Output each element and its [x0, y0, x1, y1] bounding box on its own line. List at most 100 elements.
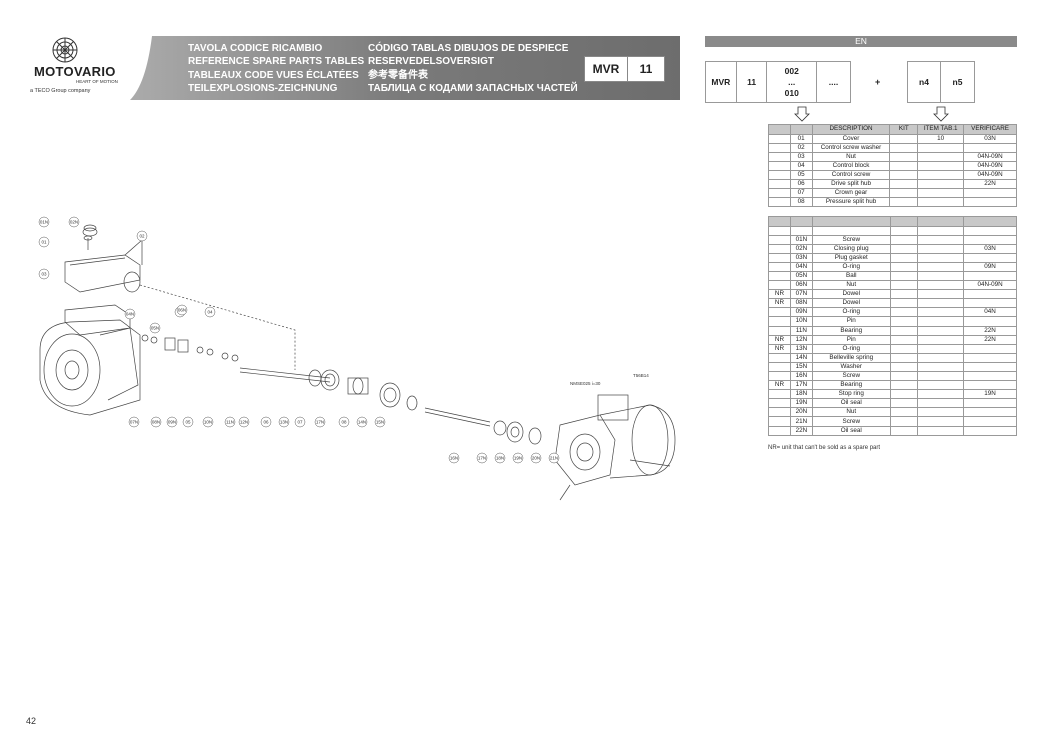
- table-header-cell: [963, 216, 1017, 227]
- header-title-da: RESERVEDELSOVERSIGT: [368, 56, 494, 68]
- table-cell: Ball: [811, 270, 891, 282]
- table-header-cell: [789, 216, 813, 227]
- table-cell: Drive split hub: [811, 178, 891, 190]
- table-cell: 02N: [789, 243, 813, 254]
- table-cell: [889, 151, 919, 162]
- callout-08n: 08N: [150, 416, 162, 428]
- header-title-zh: 参考零备件表: [368, 69, 428, 81]
- table-cell: 16N: [789, 370, 813, 382]
- table-spacer-row: [768, 225, 1017, 236]
- electric-motor: [599, 404, 676, 479]
- table-cell: [889, 416, 919, 427]
- table-cell: Control screw washer: [811, 142, 891, 153]
- table-cell: [889, 188, 919, 199]
- svg-text:12N: 12N: [240, 420, 248, 425]
- code-n4: n4: [908, 62, 941, 102]
- callout-12n: 12N: [238, 416, 250, 428]
- table-cell: [889, 334, 919, 345]
- table-cell: [963, 298, 1017, 309]
- table-cell: [889, 398, 919, 409]
- table-cell: [963, 188, 1017, 199]
- table-cell: [889, 407, 919, 418]
- callout-18n: 18N: [494, 452, 506, 464]
- table-cell: [889, 343, 919, 354]
- table-cell: [963, 225, 1017, 236]
- table-header-cell: KIT: [889, 124, 919, 135]
- code-n5: n5: [952, 77, 963, 87]
- table-cell: [768, 280, 791, 291]
- svg-text:04N: 04N: [126, 312, 134, 317]
- table-cell: 04N-09N: [963, 280, 1017, 291]
- table-cell: Nut: [811, 407, 891, 418]
- svg-text:11N: 11N: [226, 420, 234, 425]
- header-title-en: REFERENCE SPARE PARTS TABLES: [188, 56, 365, 68]
- exploded-view-drawing: NMSE025 i=30 T56B14 01N02N01020304N05N03…: [38, 216, 676, 501]
- table-cell: [889, 325, 919, 336]
- nr-note: NR= unit that can't be sold as a spare p…: [768, 445, 881, 451]
- callout-06: 06: [260, 416, 272, 428]
- callout-08: 08: [338, 416, 350, 428]
- size-code: 11: [639, 62, 653, 76]
- header-titles-col1: TAVOLA CODICE RICAMBIO REFERENCE SPARE P…: [188, 42, 364, 95]
- table-cell: [889, 270, 919, 282]
- table-cell: Bearing: [811, 325, 891, 336]
- callout-01: 01: [38, 236, 50, 248]
- table-cell: [917, 225, 965, 236]
- table-cell: [768, 160, 791, 171]
- table-cell: Pressure split hub: [811, 197, 891, 208]
- table-cell: [811, 225, 891, 236]
- table-cell: Dowel: [811, 298, 891, 309]
- table-cell: O-ring: [811, 261, 891, 272]
- header-title-ru: ТАБЛИЦА С КОДАМИ ЗАПАСНЫХ ЧАСТЕЙ: [368, 82, 578, 94]
- callout-04: 04: [204, 306, 216, 318]
- table-cell: O-ring: [811, 343, 891, 354]
- callout-19n: 19N: [512, 452, 524, 464]
- table-cell: [768, 234, 791, 245]
- table-cell: Belleville spring: [811, 352, 891, 363]
- series-code: MVR: [585, 57, 628, 81]
- table-cell: Screw: [811, 234, 891, 245]
- table-cell: [917, 188, 965, 199]
- table-cell: 18N: [789, 389, 813, 400]
- table-cell: Oil seal: [811, 398, 891, 409]
- table-header-cell: VERIFICARE: [963, 124, 1017, 135]
- table-cell: Crown gear: [811, 188, 891, 199]
- table-cell: Stop ring: [811, 389, 891, 400]
- svg-text:19N: 19N: [514, 456, 522, 461]
- table-header-cell: [768, 216, 791, 227]
- table-cell: 15N: [789, 361, 813, 373]
- table-cell: [889, 380, 919, 391]
- table-cell: [768, 352, 791, 363]
- table-cell: [889, 361, 919, 373]
- table-cell: 03: [789, 151, 813, 162]
- table-cell: 19N: [789, 398, 813, 409]
- table-cell: 06N: [789, 280, 813, 291]
- table-cell: 13N: [789, 343, 813, 354]
- callout-15n: 15N: [374, 416, 386, 428]
- table-cell: [768, 416, 791, 427]
- logo-tagline: HEART OF MOTION: [76, 79, 118, 84]
- svg-text:17N: 17N: [316, 420, 324, 425]
- table-cell: [889, 352, 919, 363]
- table-cell: [917, 298, 965, 309]
- table-cell: [917, 142, 965, 153]
- table-cell: [889, 133, 919, 144]
- callout-01n: 01N: [38, 216, 50, 228]
- table-cell: [889, 280, 919, 291]
- table-cell: [889, 307, 919, 318]
- table-cell: 08: [789, 197, 813, 208]
- table-cell: 22N: [789, 425, 813, 436]
- table-cell: [917, 252, 965, 263]
- table-cell: [917, 169, 965, 180]
- table-cell: [963, 425, 1017, 436]
- table-cell: [963, 361, 1017, 373]
- down-arrow-icon: [933, 106, 949, 122]
- table-cell: [768, 407, 791, 418]
- svg-text:18N: 18N: [496, 456, 504, 461]
